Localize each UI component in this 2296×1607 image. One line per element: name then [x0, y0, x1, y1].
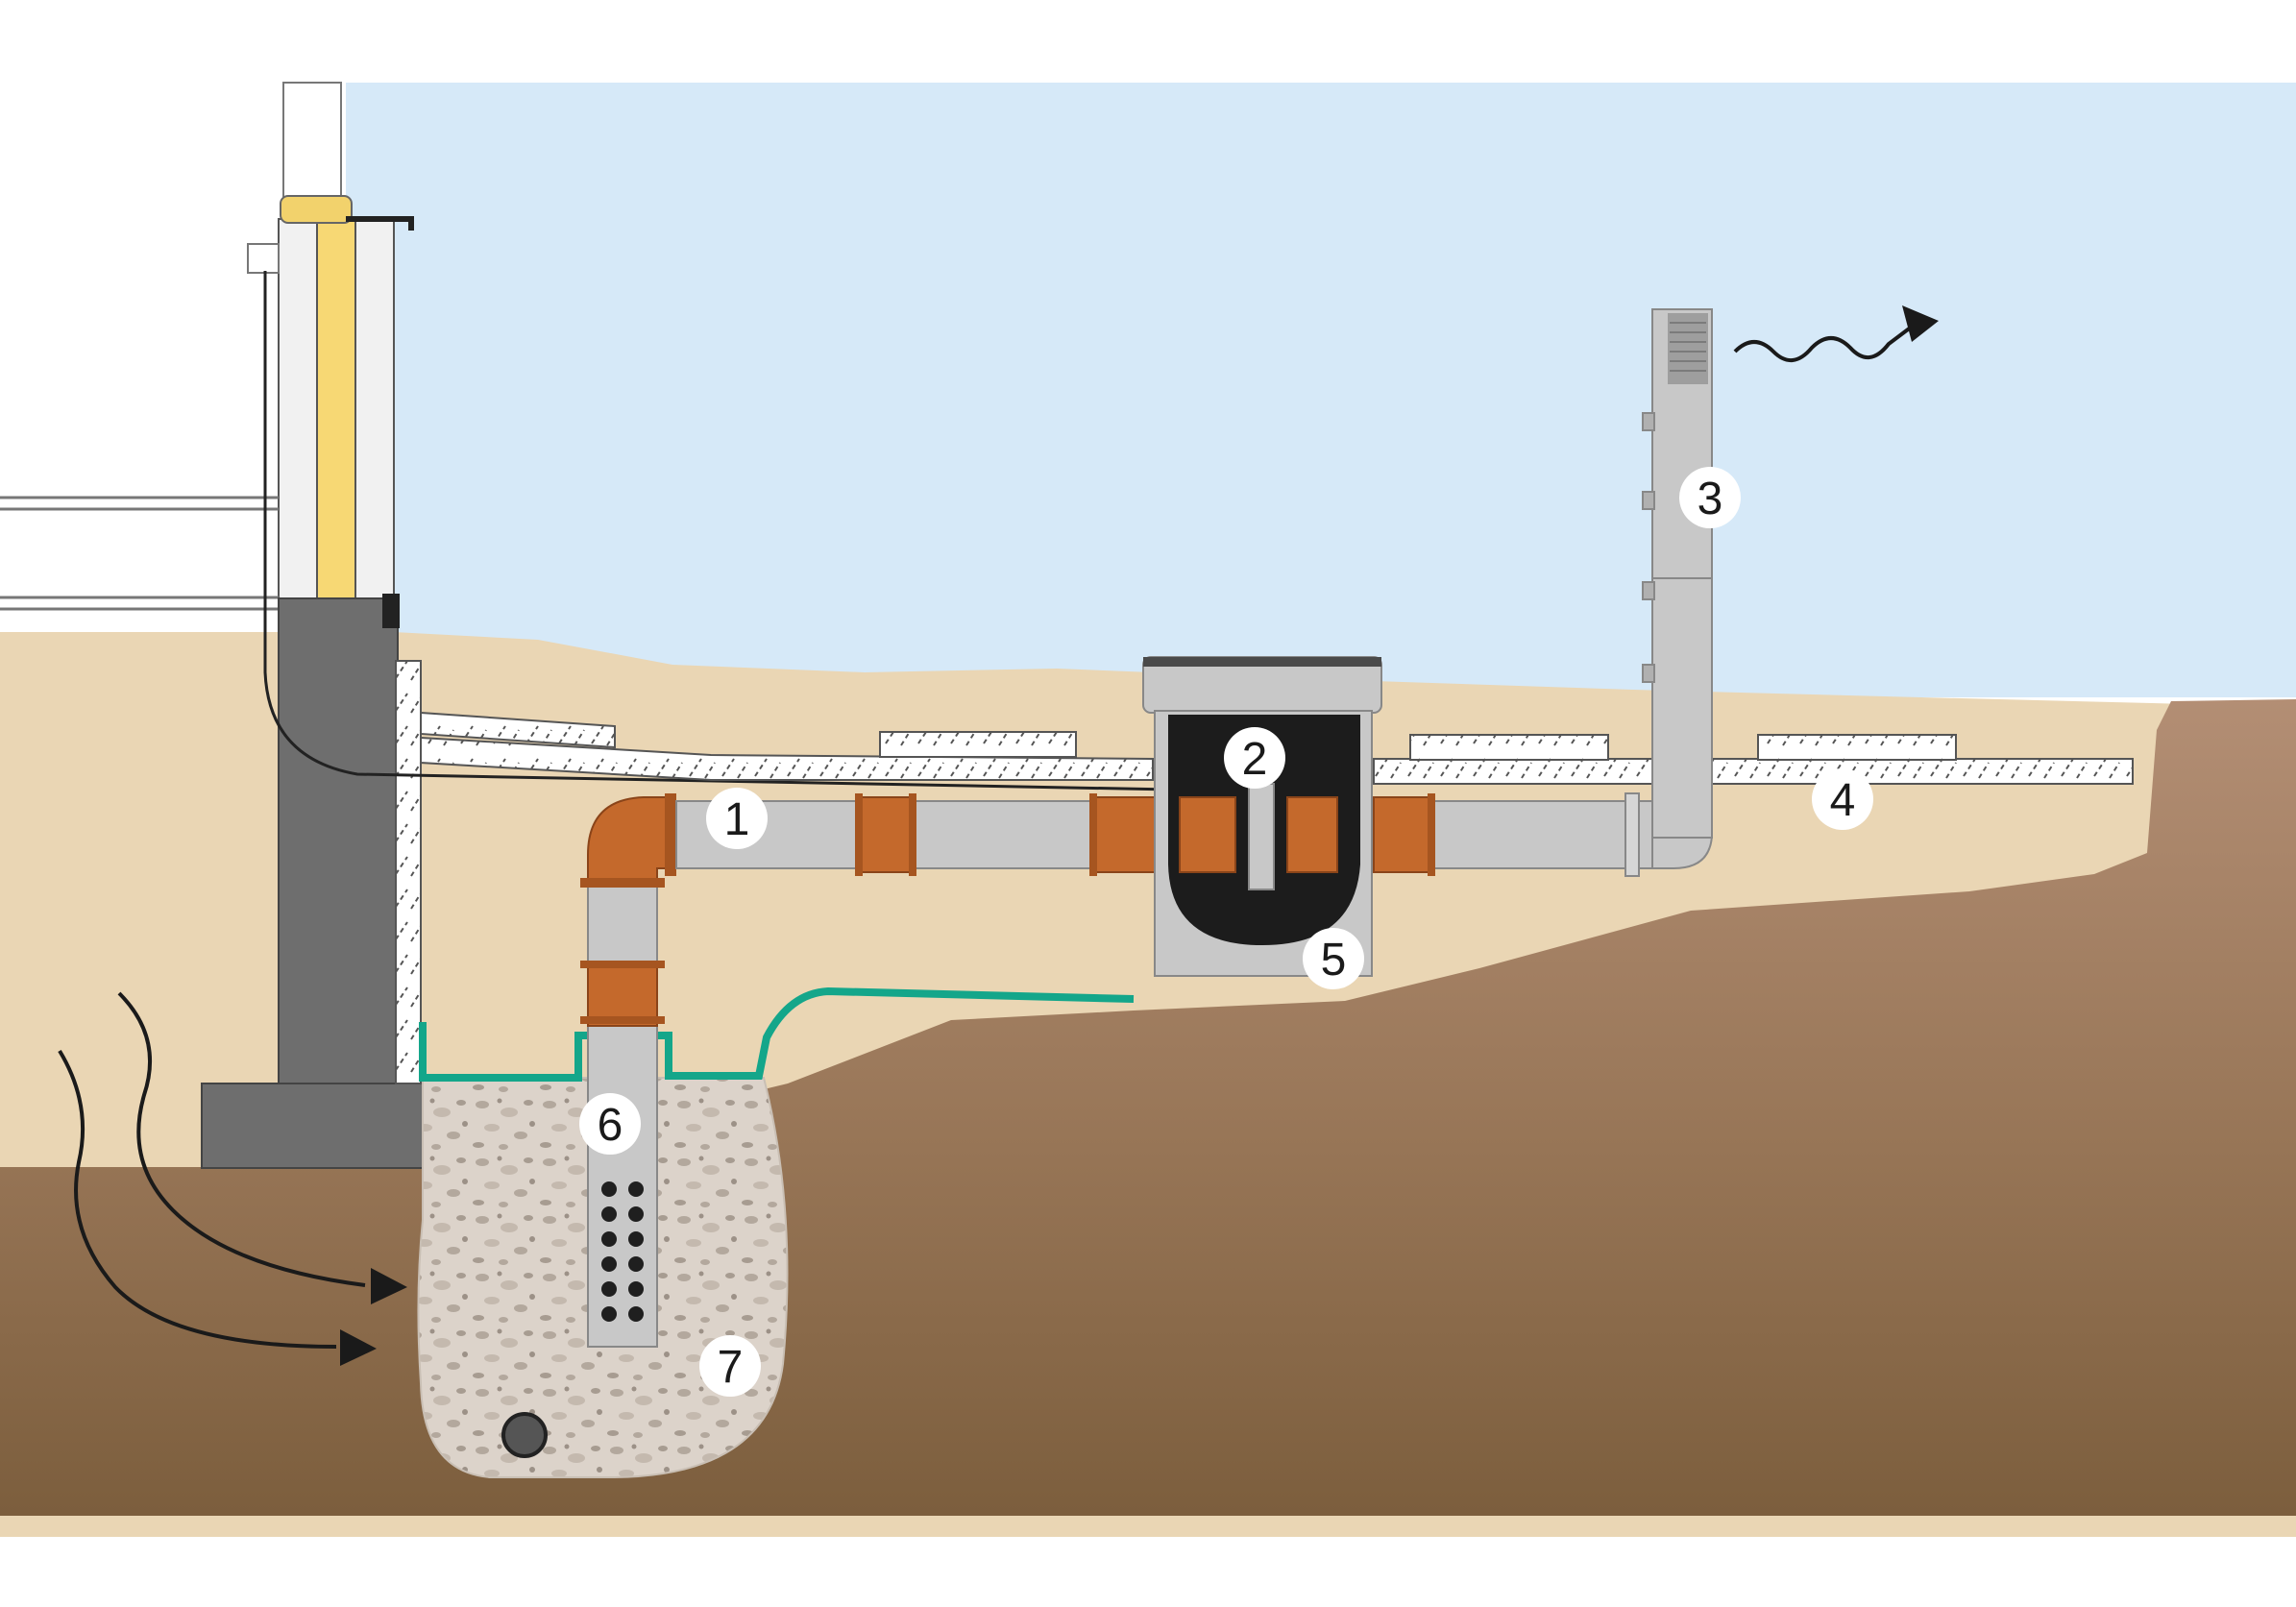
ground-insulation-board-b: [420, 736, 1154, 781]
callout-1: 1: [706, 788, 768, 849]
riser-coupling-lower: [587, 962, 658, 1027]
callout-4-label: 4: [1830, 775, 1856, 826]
coupling-a-ring-1: [855, 793, 863, 876]
perforation-holes: [601, 1181, 644, 1322]
fan-inlet-coupling: [1179, 796, 1236, 873]
exhaust-flow-line: [1733, 325, 1914, 362]
callout-2-label: 2: [1242, 734, 1268, 785]
exhaust-stack-louver: [1668, 313, 1708, 384]
callout-2: 2: [1224, 727, 1285, 789]
ground-insulation-board-e: [1409, 734, 1609, 761]
siding-right: [354, 218, 395, 599]
coupling-a-ring-2: [909, 793, 916, 876]
foundation-wall: [278, 597, 399, 1085]
elbow-ring-bottom: [580, 878, 665, 888]
elbow-ring-side: [665, 793, 676, 876]
callout-6-label: 6: [598, 1100, 623, 1151]
coupling-c-ring: [1428, 793, 1435, 876]
siding-left: [278, 218, 318, 599]
fan-wire: [263, 271, 1173, 791]
flashing: [346, 216, 414, 231]
ground-insulation-board-f: [1757, 734, 1957, 761]
drain-pipe: [501, 1412, 548, 1458]
vent-cap-small: [247, 243, 280, 274]
coupling-a: [856, 796, 916, 873]
callout-3-label: 3: [1698, 474, 1723, 524]
fan-outlet-coupling: [1286, 796, 1338, 873]
callout-5-label: 5: [1321, 935, 1347, 986]
exhaust-flow-arrow-icon: [1902, 305, 1939, 342]
callout-7: 7: [699, 1335, 761, 1397]
ground-insulation-board-c: [879, 731, 1077, 758]
callout-1-label: 1: [724, 794, 750, 845]
soil-gas-arrow-icon-a: [371, 1268, 407, 1304]
riser-coupling-ring-a: [580, 961, 665, 968]
callout-5: 5: [1303, 928, 1364, 989]
ground-insulation-board-d: [1373, 758, 2134, 785]
insulation-core: [316, 218, 356, 599]
sky: [346, 83, 2296, 697]
sill-seal: [280, 195, 353, 224]
wall-cap: [282, 82, 342, 199]
soil-gas-flow-line-b: [58, 1049, 337, 1349]
ground-insulation-board-a: [420, 711, 616, 749]
coupling-b-ring: [1089, 793, 1097, 876]
soil-gas-flow-line-a: [117, 991, 366, 1287]
callout-3: 3: [1679, 467, 1741, 528]
louver-slats: [1670, 322, 1706, 372]
foundation-insulation: [395, 660, 422, 1084]
callout-6: 6: [579, 1093, 641, 1155]
coupling-b: [1090, 796, 1160, 873]
exhaust-stack: [1651, 308, 1713, 839]
riser-coupling-ring-b: [580, 1016, 665, 1024]
exhaust-stack-clips: [1642, 412, 1655, 683]
callout-4: 4: [1812, 768, 1873, 830]
pipe-run-b-collar: [1624, 792, 1640, 877]
soil-gas-arrow-icon-b: [340, 1329, 377, 1366]
fan-housing-lid-edge: [1143, 657, 1381, 667]
fan-motor-shaft: [1248, 783, 1275, 890]
foundation-top-edge: [382, 594, 400, 628]
coupling-c: [1373, 796, 1434, 873]
callout-7-label: 7: [718, 1342, 744, 1393]
